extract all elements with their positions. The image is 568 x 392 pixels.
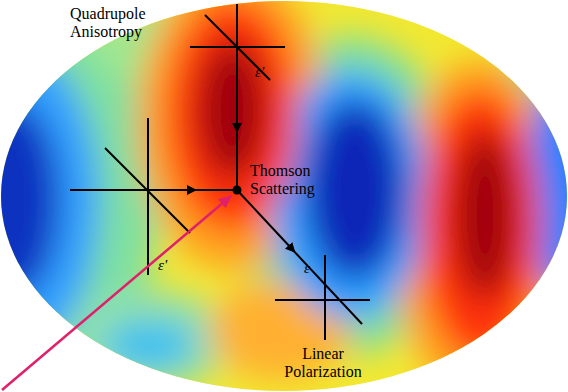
scattering-electron (233, 186, 242, 195)
region-label: Quadrupole Anisotropy (70, 5, 165, 41)
process-label: Thomson Scattering (250, 162, 330, 198)
polarization-symbol: ε (304, 259, 320, 277)
polarization-symbol: ε' (255, 63, 275, 81)
pointer-arrow (2, 196, 231, 390)
scattering-geometry (70, 4, 370, 340)
polarization-symbol: ε' (158, 256, 178, 274)
result-label: Linear Polarization (268, 345, 378, 381)
